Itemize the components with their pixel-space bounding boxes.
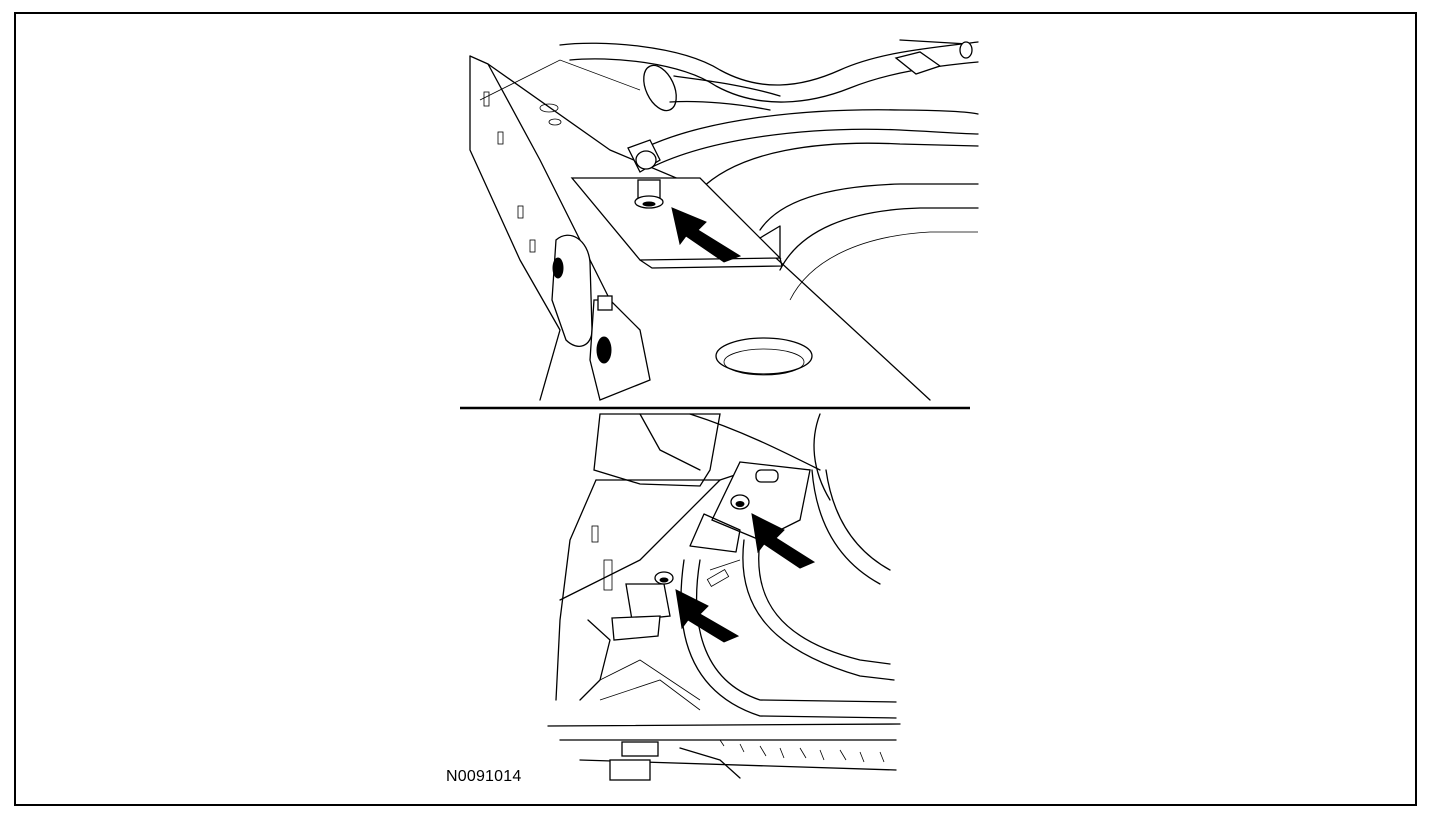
upper-view bbox=[469, 39, 979, 401]
arrow-icon bbox=[675, 589, 740, 643]
arrow-icon bbox=[751, 513, 816, 569]
arrow-icon bbox=[671, 207, 742, 263]
figure-id-label: N0091014 bbox=[446, 768, 522, 785]
lower-view bbox=[547, 413, 901, 781]
